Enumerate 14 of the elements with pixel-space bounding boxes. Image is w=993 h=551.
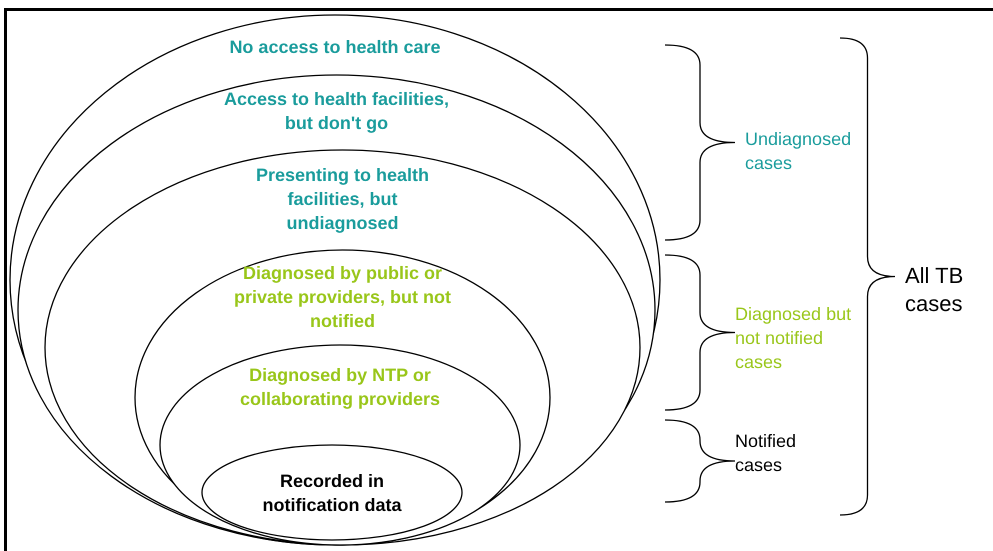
bracket-label: Undiagnosed cases xyxy=(745,128,852,175)
bracket-label: All TB cases xyxy=(905,262,964,318)
ellipse-label: Access to health facilities, but don't go xyxy=(222,88,450,135)
ellipse xyxy=(45,150,640,545)
ellipse-label: No access to health care xyxy=(228,36,442,59)
ellipse xyxy=(135,250,550,545)
ellipse xyxy=(202,445,462,540)
ellipse-label: Diagnosed by NTP or collaborating providers xyxy=(238,364,442,411)
ellipse-label: Diagnosed by public or private providers, but not notified xyxy=(232,262,452,333)
bracket-label: Notified cases xyxy=(735,430,798,477)
bracket-label: Diagnosed but not notified cases xyxy=(735,303,852,374)
ellipse-label: Presenting to health facilities, but undiagnosed xyxy=(254,164,430,235)
ellipse-label: Recorded in notification data xyxy=(262,470,403,516)
ellipse xyxy=(160,345,520,545)
